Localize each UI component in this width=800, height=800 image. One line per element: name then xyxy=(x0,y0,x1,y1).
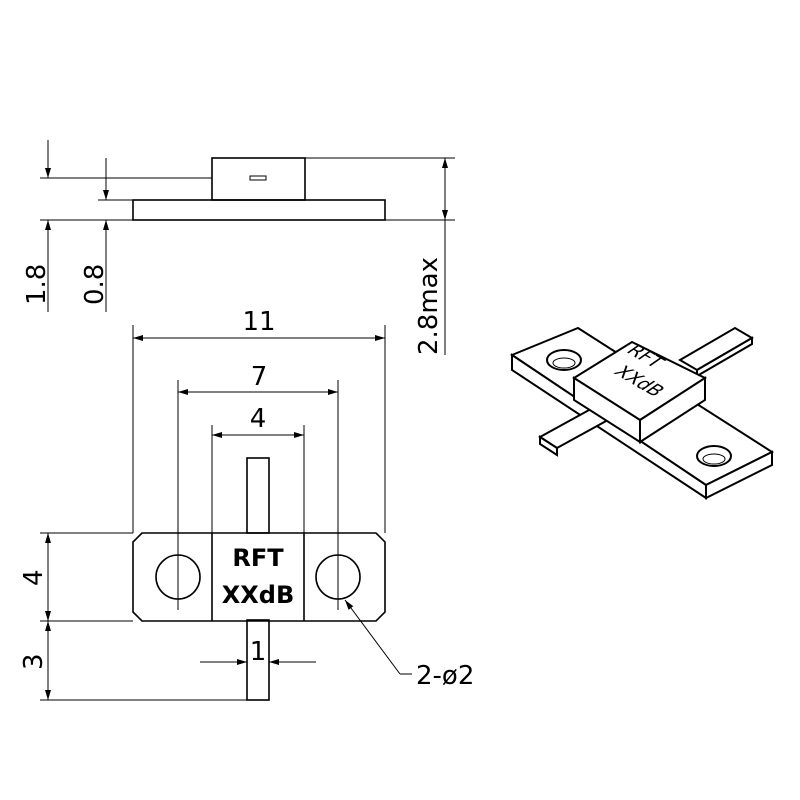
dim-height-body-label: 1.8 xyxy=(22,264,52,305)
dim-width-total-label: 11 xyxy=(242,307,275,337)
hole-callout-label: 2-ø2 xyxy=(416,661,474,691)
dim-hole-spacing-label: 7 xyxy=(251,362,268,392)
component-label-line2: XXdB xyxy=(222,581,294,609)
top-view: RFT XXdB xyxy=(40,325,386,701)
iso-body-side xyxy=(639,376,706,444)
dim-height-flange: 0.8 xyxy=(80,158,110,312)
side-view xyxy=(40,157,455,221)
top-tab-upper xyxy=(246,457,270,534)
dim-height-total: 2.8max xyxy=(414,158,448,355)
dim-flange-depth-label: 4 xyxy=(19,569,49,586)
dim-tab-length: 3 xyxy=(19,621,51,700)
dim-height-total-label: 2.8max xyxy=(414,257,444,355)
hole-callout: 2-ø2 xyxy=(344,599,474,691)
side-body xyxy=(211,157,306,201)
dim-hole-spacing: 7 xyxy=(178,362,338,395)
iso-hole-right xyxy=(696,445,732,467)
dim-flange-depth: 4 xyxy=(19,533,51,621)
dim-height-flange-label: 0.8 xyxy=(80,264,110,305)
top-flange xyxy=(132,532,386,622)
dim-width-total: 11 xyxy=(133,307,385,341)
side-flange xyxy=(132,199,386,221)
isometric-view: RFT XXdB xyxy=(509,326,775,500)
side-body-mark xyxy=(249,175,267,181)
iso-hole-left xyxy=(546,349,582,371)
dim-tab-length-label: 3 xyxy=(19,653,49,670)
dim-height-body: 1.8 xyxy=(22,140,52,312)
iso-flange-side xyxy=(705,450,773,500)
dim-body-width: 4 xyxy=(212,404,304,438)
dim-tab-width-label: 1 xyxy=(250,637,267,667)
dim-body-width-label: 4 xyxy=(250,404,267,434)
component-label-line1: RFT xyxy=(232,544,284,572)
dim-tab-width: 1 xyxy=(200,637,316,667)
